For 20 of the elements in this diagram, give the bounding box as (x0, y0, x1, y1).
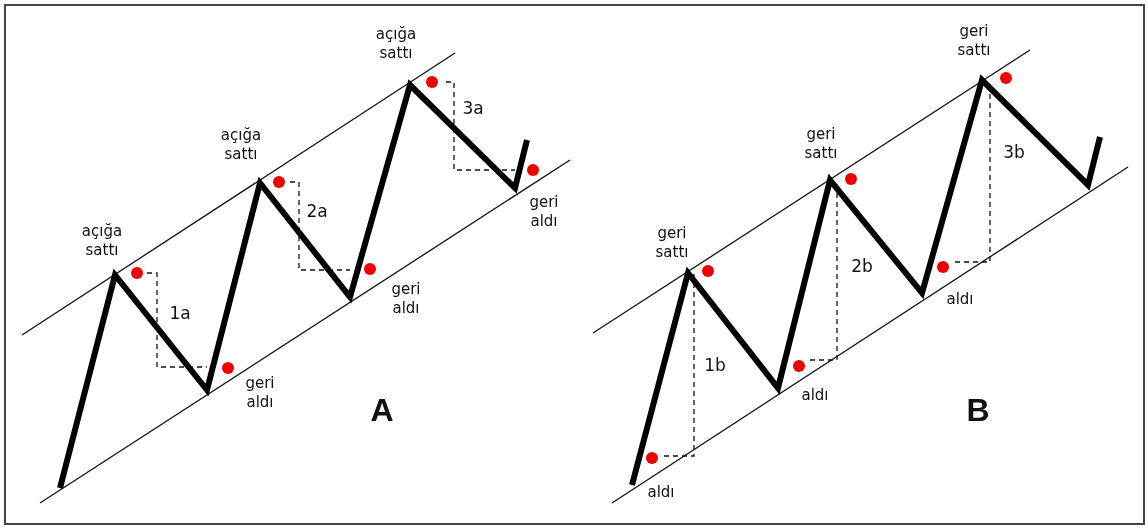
action-label: geri aldı (391, 280, 421, 318)
panel-letter: A (370, 393, 394, 427)
action-label: açığa sattı (81, 222, 123, 260)
action-label: geri aldı (245, 374, 275, 412)
panel-letter: B (966, 393, 990, 427)
measure-label: 1b (704, 356, 726, 375)
measure-label: 2b (851, 257, 873, 276)
action-label: aldı (647, 483, 675, 502)
action-label: açığa sattı (375, 25, 417, 63)
action-label: aldı (946, 290, 974, 309)
action-label: geri sattı (804, 125, 838, 163)
action-label: geri sattı (655, 224, 689, 262)
measure-label: 3b (1003, 143, 1025, 162)
measure-label: 1a (169, 304, 191, 323)
action-label: açığa sattı (220, 126, 262, 164)
measure-label: 3a (462, 99, 484, 118)
measure-label: 2a (306, 202, 328, 221)
action-label: aldı (801, 386, 829, 405)
action-label: geri sattı (957, 22, 991, 60)
action-label: geri aldı (529, 193, 559, 231)
